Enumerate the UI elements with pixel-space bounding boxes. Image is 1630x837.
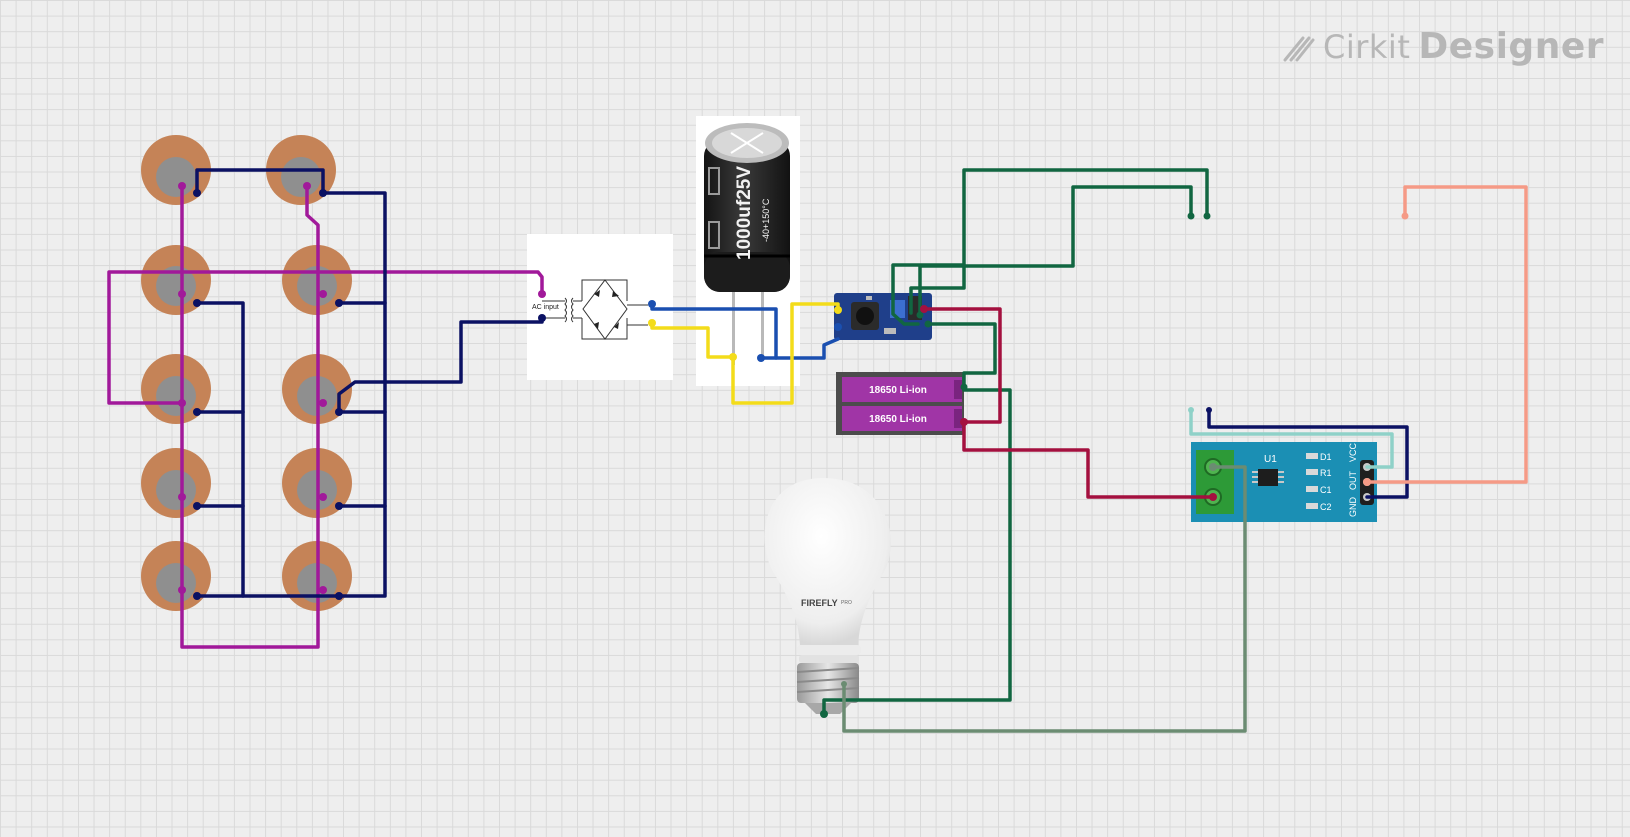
piezo-disc-3[interactable]	[141, 245, 211, 315]
wire-navy-sensor[interactable]	[1207, 408, 1409, 499]
sensor-module-u1[interactable]: U1 D1 R1 C1 C2 VCC OUT GND	[1191, 442, 1377, 522]
cirkit-pen-icon	[1283, 36, 1315, 61]
battery-cell-2[interactable]: 18650 Li-ion	[842, 406, 962, 431]
wire-salmon[interactable]	[1365, 185, 1528, 484]
battery-cell-1[interactable]: 18650 Li-ion	[842, 377, 962, 402]
u1-designator: U1	[1264, 454, 1277, 465]
piezo-disc-5[interactable]	[141, 354, 211, 424]
wire-navy[interactable]	[195, 168, 544, 598]
wire-magenta[interactable]	[107, 184, 544, 649]
u1-led-c1: C1	[1320, 485, 1332, 495]
battery-1-label: 18650 Li-ion	[869, 385, 927, 396]
brand-name-bold: Designer	[1418, 26, 1604, 67]
bulb-brand-label: FIREFLY	[801, 598, 838, 608]
u1-led-c2: C2	[1320, 502, 1332, 512]
cirkit-designer-logo: Cirkit Designer	[1281, 26, 1604, 67]
wire-sage[interactable]	[842, 465, 1247, 733]
battery-pack[interactable]: 18650 Li-ion 18650 Li-ion	[836, 372, 964, 435]
u1-pin-out-label: OUT	[1348, 471, 1358, 491]
brand-name-light: Cirkit	[1323, 27, 1411, 66]
piezo-disc-9[interactable]	[141, 541, 211, 611]
u1-pin-gnd-label: GND	[1348, 497, 1358, 518]
electrolytic-capacitor[interactable]: 1000uf25V -40+150°C	[696, 116, 800, 386]
wire-teal[interactable]	[1189, 408, 1394, 469]
u1-led-r1: R1	[1320, 468, 1332, 478]
battery-2-label: 18650 Li-ion	[869, 414, 927, 425]
piezo-disc-1[interactable]	[141, 135, 211, 205]
piezo-array[interactable]	[141, 135, 352, 611]
capacitor-value-label: 1000uf25V	[734, 166, 755, 260]
wire-yellow[interactable]	[650, 302, 840, 405]
capacitor-temp-label: -40+150°C	[761, 198, 771, 242]
piezo-disc-7[interactable]	[141, 448, 211, 518]
u1-led-d1: D1	[1320, 452, 1332, 462]
rectifier-label: AC input	[532, 304, 559, 311]
wire-green[interactable]	[822, 168, 1209, 716]
u1-pin-vcc-label: VCC	[1348, 442, 1358, 462]
led-bulb[interactable]: FIREFLY PRO	[764, 478, 891, 714]
bridge-rectifier[interactable]: AC input	[527, 234, 673, 380]
bulb-screw-base	[796, 663, 860, 714]
bulb-sub-label: PRO	[841, 600, 852, 606]
wire-crimson[interactable]	[922, 307, 1215, 499]
connection-pins	[178, 182, 1409, 718]
